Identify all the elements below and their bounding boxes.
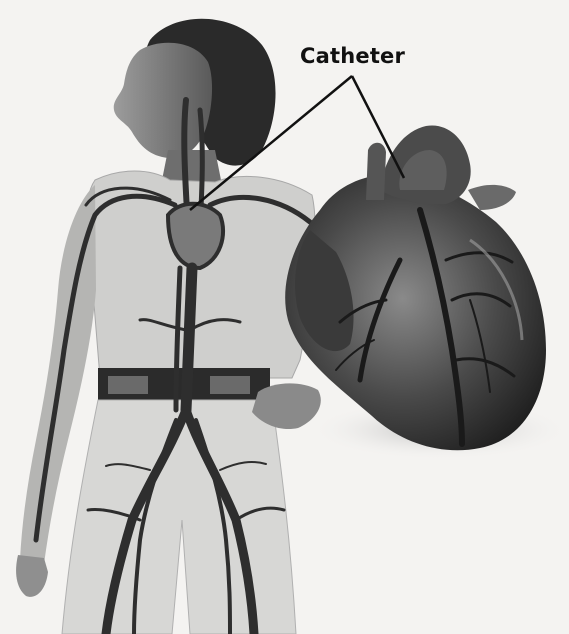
catheter-label: Catheter bbox=[300, 44, 405, 68]
belt-loop-right bbox=[210, 376, 250, 394]
vena-cava bbox=[366, 143, 386, 200]
belt-loop-left bbox=[108, 376, 148, 394]
